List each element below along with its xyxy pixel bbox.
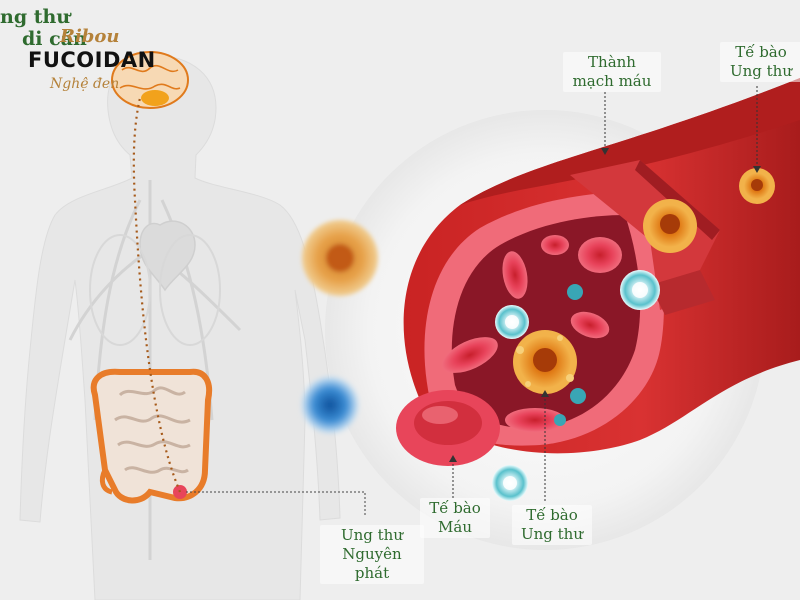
platelet bbox=[570, 388, 586, 404]
label-cancer-cell-bottom: Tế bào Ung thư bbox=[512, 505, 592, 545]
red-blood-cells bbox=[442, 235, 622, 432]
blood-cell bbox=[396, 390, 500, 466]
logo-script-text: Ribou bbox=[60, 26, 120, 47]
cancer-cell-outside bbox=[739, 168, 775, 204]
white-blood-cell bbox=[620, 270, 660, 310]
cancer-cell bbox=[513, 330, 577, 394]
blurred-blue-cell bbox=[302, 377, 358, 433]
title-line-1: ng thư bbox=[0, 6, 71, 28]
logo-brand: FUCOIDAN bbox=[28, 48, 156, 72]
white-blood-cell bbox=[495, 305, 529, 339]
blurred-cancer-cell bbox=[302, 220, 378, 296]
label-blood-cell: Tế bào Máu bbox=[420, 498, 490, 538]
intestines bbox=[90, 368, 212, 504]
brain-metastasis-spot bbox=[141, 90, 169, 106]
logo-tagline: Nghệ đen bbox=[50, 76, 120, 92]
label-cancer-cell-top: Tế bào Ung thư bbox=[720, 42, 800, 82]
cancer-cell-in-wall bbox=[643, 199, 697, 253]
brain bbox=[111, 51, 189, 109]
page-title: ng thư di căn bbox=[0, 6, 87, 50]
human-body bbox=[19, 54, 341, 600]
metastasis-path bbox=[132, 97, 182, 493]
white-blood-cell bbox=[492, 465, 528, 501]
label-primary-cancer: Ung thư Nguyên phát bbox=[320, 525, 424, 584]
platelet bbox=[567, 284, 583, 300]
label-vessel-wall: Thành mạch máu bbox=[563, 52, 661, 92]
platelet bbox=[554, 414, 566, 426]
title-line-2: di căn bbox=[22, 28, 87, 50]
